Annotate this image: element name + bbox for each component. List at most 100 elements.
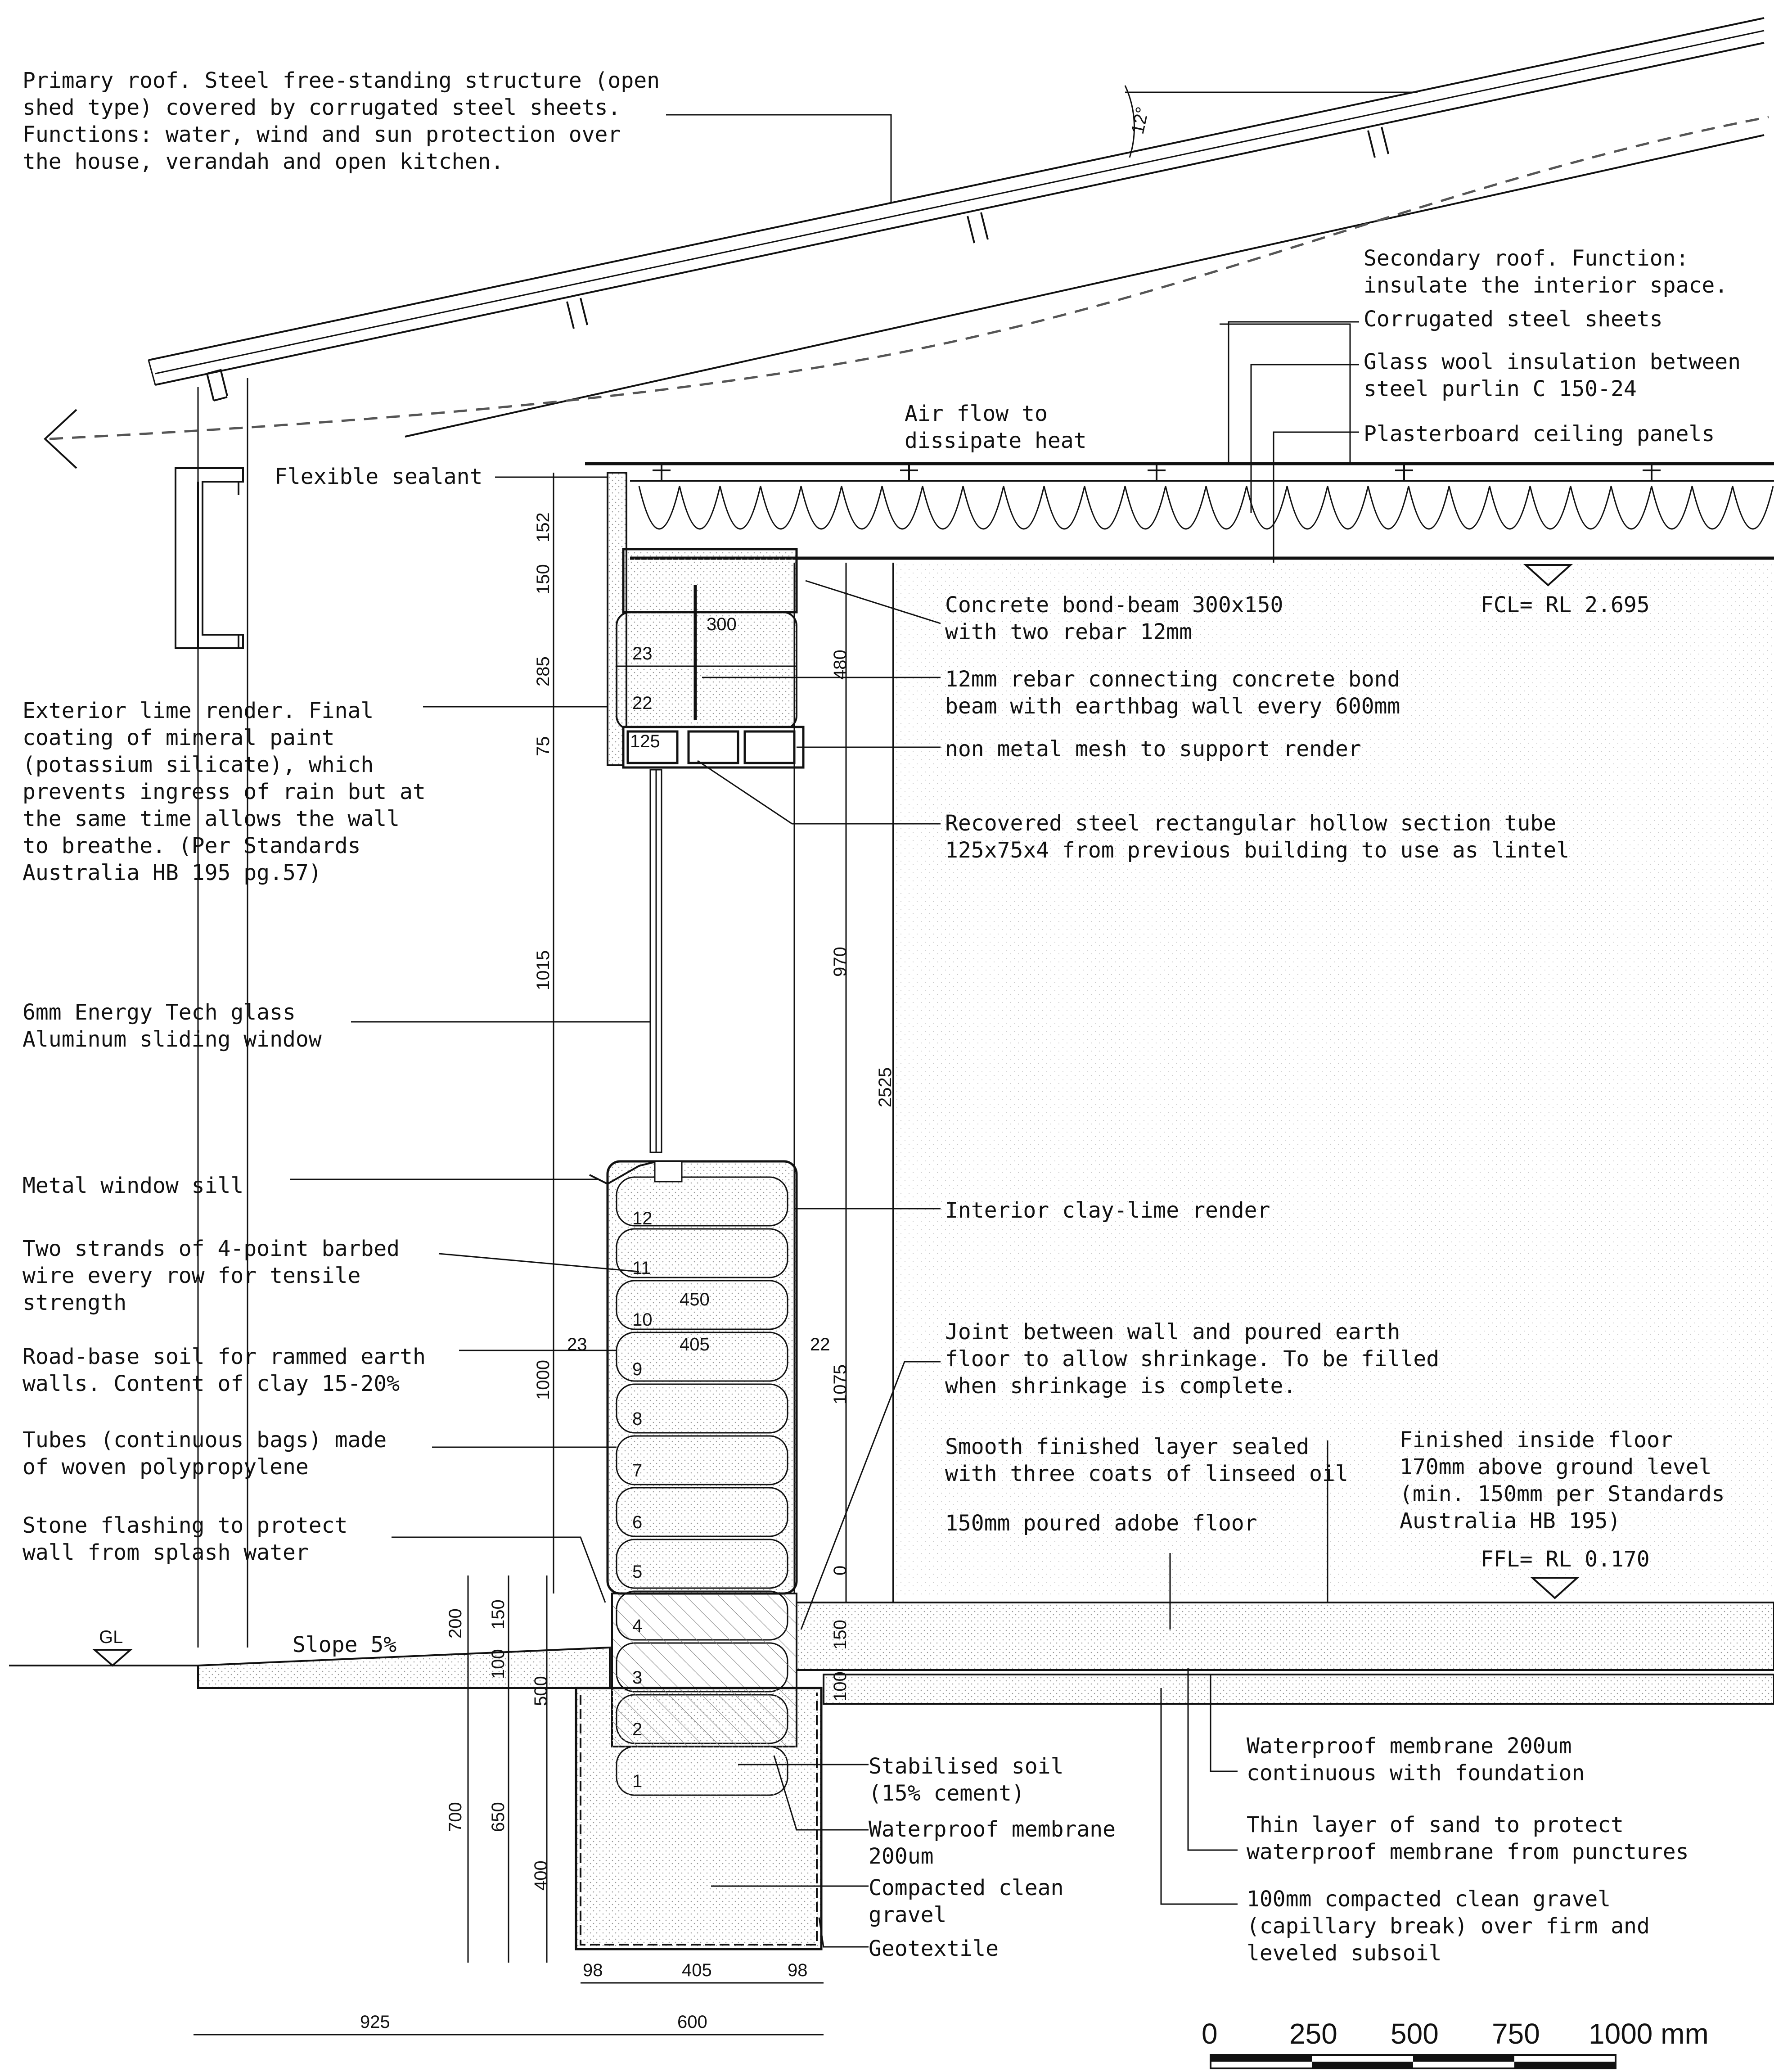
note-geotextile: Geotextile xyxy=(869,1936,999,1961)
earthbag-wall xyxy=(589,472,805,1796)
bag-1: 1 xyxy=(632,1771,642,1791)
note-interior-render: Interior clay-lime render xyxy=(945,1198,1270,1223)
note-road-base-1: Road-base soil for rammed earth xyxy=(23,1344,426,1369)
note-rebar-1: 12mm rebar connecting concrete bond xyxy=(945,667,1400,692)
purlin-clips xyxy=(653,464,1661,481)
earthbag-row xyxy=(616,1332,788,1382)
note-exterior-render-3: (potassium silicate), which xyxy=(23,752,374,777)
earthbag-row xyxy=(616,1176,788,1227)
dim-98-right: 98 xyxy=(788,1960,808,1980)
note-plasterboard: Plasterboard ceiling panels xyxy=(1364,421,1715,447)
note-exterior-render-6: to breathe. (Per Standards xyxy=(23,833,360,858)
dim-500: 500 xyxy=(531,1676,551,1706)
note-sill: Metal window sill xyxy=(23,1173,243,1198)
ffl-label: FFL= RL 0.170 xyxy=(1481,1547,1650,1572)
note-barbed-wire-3: strength xyxy=(23,1290,126,1315)
note-glass-wool-1: Glass wool insulation between xyxy=(1364,349,1741,375)
note-smooth-layer-1: Smooth finished layer sealed xyxy=(945,1434,1309,1459)
bag-8: 8 xyxy=(632,1409,642,1429)
note-mesh: non metal mesh to support render xyxy=(945,736,1361,762)
note-exterior-render-7: Australia HB 195 pg.57) xyxy=(23,860,322,885)
note-stabilised-2: (15% cement) xyxy=(869,1781,1025,1806)
note-primary-roof-1: Primary roof. Steel free-standing struct… xyxy=(23,68,660,93)
earthbag-row xyxy=(616,1487,788,1537)
note-lintel-1: Recovered steel rectangular hollow secti… xyxy=(945,811,1556,836)
fcl-label: FCL= RL 2.695 xyxy=(1481,592,1650,618)
bag-10: 10 xyxy=(632,1310,653,1330)
dim-480: 480 xyxy=(830,650,850,680)
note-finished-floor-2: 170mm above ground level xyxy=(1400,1454,1712,1480)
dim-650: 650 xyxy=(488,1802,508,1832)
dim-1000: 1000 xyxy=(533,1360,553,1400)
dim-600: 600 xyxy=(677,2012,707,2032)
note-gravel-bed-3: leveled subsoil xyxy=(1247,1941,1441,1966)
note-exterior-render-4: prevents ingress of rain but at xyxy=(23,779,426,804)
annotations: Primary roof. Steel free-standing struct… xyxy=(23,68,1741,1966)
dim-1075: 1075 xyxy=(830,1364,850,1404)
note-tubes-1: Tubes (continuous bags) made xyxy=(23,1427,387,1453)
note-road-base-2: walls. Content of clay 15-20% xyxy=(23,1371,400,1396)
dim-200: 200 xyxy=(446,1608,465,1639)
note-membrane-foot-2: 200um xyxy=(869,1844,934,1869)
dim-152: 152 xyxy=(533,512,553,542)
note-stabilised-1: Stabilised soil xyxy=(869,1754,1063,1779)
note-primary-roof-4: the house, verandah and open kitchen. xyxy=(23,149,504,174)
note-glass-wool-2: steel purlin C 150-24 xyxy=(1364,376,1637,402)
gl-label: GL xyxy=(99,1627,123,1647)
primary-roof: 12° xyxy=(148,17,1765,1648)
dim-970: 970 xyxy=(830,947,850,977)
note-barbed-wire-1: Two strands of 4-point barbed xyxy=(23,1236,400,1261)
interior-space xyxy=(893,563,1774,1598)
note-finished-floor-3: (min. 150mm per Standards xyxy=(1400,1481,1724,1507)
dim-100-floor: 100 xyxy=(830,1671,850,1702)
airflow-arrow xyxy=(44,409,77,469)
dim-150-ground: 150 xyxy=(488,1599,508,1630)
dim-150-floor: 150 xyxy=(830,1620,850,1650)
dim-100-ground: 100 xyxy=(488,1649,508,1679)
dim-400: 400 xyxy=(531,1860,551,1891)
dim-2525: 2525 xyxy=(875,1067,895,1107)
note-finished-floor-1: Finished inside floor xyxy=(1400,1427,1673,1453)
dim-285: 285 xyxy=(533,656,553,686)
bag-2: 2 xyxy=(632,1720,642,1739)
note-lintel-2: 125x75x4 from previous building to use a… xyxy=(945,838,1569,863)
note-joint-1: Joint between wall and poured earth xyxy=(945,1319,1400,1345)
note-air-flow-2: dissipate heat xyxy=(905,428,1087,453)
dim-98-left: 98 xyxy=(583,1960,603,1980)
note-secondary-roof-2: insulate the interior space. xyxy=(1364,273,1728,298)
note-secondary-roof-1: Secondary roof. Function: xyxy=(1364,246,1688,271)
bag-12: 12 xyxy=(632,1209,653,1228)
bag-6: 6 xyxy=(632,1512,642,1532)
note-gravel-foot-2: gravel xyxy=(869,1902,946,1928)
bag-7: 7 xyxy=(632,1461,642,1481)
dim-150-beam: 150 xyxy=(533,564,553,594)
bag-11: 11 xyxy=(632,1258,651,1278)
secondary-roof xyxy=(585,462,1774,560)
note-rebar-2: beam with earthbag wall every 600mm xyxy=(945,694,1400,719)
note-sand-2: waterproof membrane from punctures xyxy=(1247,1839,1689,1864)
dimension-lines xyxy=(194,473,847,2036)
note-flexible-sealant: Flexible sealant xyxy=(275,464,482,489)
note-exterior-render-5: the same time allows the wall xyxy=(23,806,400,831)
earthbag-row xyxy=(616,1280,788,1330)
bag-23: 23 xyxy=(632,644,653,664)
note-joint-2: floor to allow shrinkage. To be filled xyxy=(945,1346,1439,1372)
ground-level-marker: GL Slope 5% xyxy=(92,1627,396,1667)
note-stone-flashing-2: wall from splash water xyxy=(23,1540,309,1565)
note-gravel-bed-2: (capillary break) over firm and xyxy=(1247,1914,1650,1939)
roof-angle: 12° xyxy=(1128,105,1153,136)
note-primary-roof-3: Functions: water, wind and sun protectio… xyxy=(23,122,621,147)
dim-1015: 1015 xyxy=(533,950,553,990)
bag-9: 9 xyxy=(632,1359,642,1379)
bag-numbers: 23 22 12 11 10 9 8 7 6 5 4 3 2 1 xyxy=(632,644,653,1791)
dim-405-wall: 405 xyxy=(680,1335,710,1354)
dim-125: 125 xyxy=(630,731,660,751)
note-adobe-floor: 150mm poured adobe floor xyxy=(945,1511,1257,1536)
dimension-labels: 152 150 285 75 1015 1000 480 970 2525 10… xyxy=(360,512,895,2032)
note-smooth-layer-2: with three coats of linseed oil xyxy=(945,1461,1348,1486)
level-markers: FCL= RL 2.695 FFL= RL 0.170 xyxy=(1481,564,1650,1599)
scale-label-500: 500 xyxy=(1391,2018,1439,2050)
note-exterior-render-1: Exterior lime render. Final xyxy=(23,698,374,723)
dim-700: 700 xyxy=(446,1802,465,1832)
